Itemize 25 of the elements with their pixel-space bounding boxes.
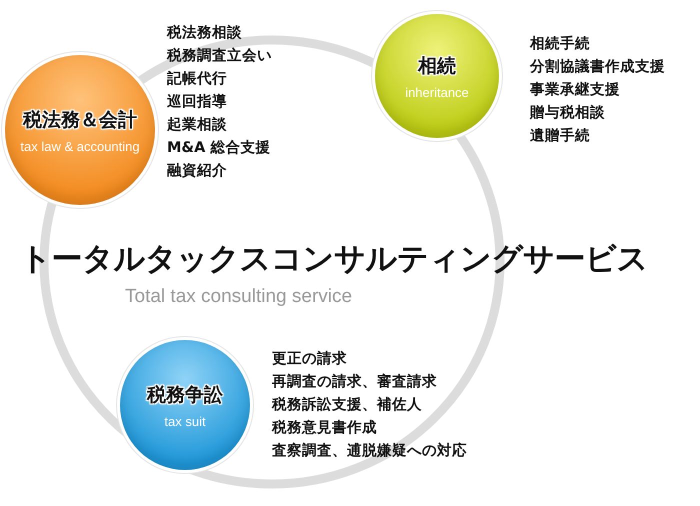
service-item: 税法務相談	[167, 24, 243, 43]
category-subtitle: tax suit	[164, 414, 206, 428]
service-item: 融資紹介	[167, 162, 228, 181]
service-item: 分割協議書作成支援	[530, 58, 665, 77]
service-item: M&A 総合支援	[167, 138, 272, 158]
service-item: 記帳代行	[167, 70, 228, 89]
service-item: 贈与税相談	[530, 104, 606, 123]
category-title: 税法務＆会計	[23, 108, 137, 132]
service-item: 税務意見書作成	[272, 418, 378, 438]
category-title: 相続	[418, 54, 456, 78]
subtitle-text: Total tax consulting service	[125, 286, 352, 308]
service-item: 事業承継支援	[530, 80, 621, 100]
service-item: 税務調査立会い	[167, 46, 272, 66]
service-item: 相続手続	[530, 34, 591, 54]
category-title: 税務争訟	[147, 382, 223, 408]
service-item: 再調査の請求、審査請求	[272, 372, 438, 392]
service-item: 更正の請求	[272, 350, 348, 369]
category-subtitle: tax law & accounting	[20, 138, 140, 154]
service-item: 遺贈手続	[530, 126, 591, 146]
diagram-title: トータルタックスコンサルティングサービス	[20, 240, 648, 279]
service-item: 巡回指導	[167, 92, 228, 112]
service-item: 税務訴訟支援、補佐人	[272, 396, 423, 415]
service-item: 起業相談	[167, 116, 228, 135]
category-subtitle: inheritance	[405, 84, 469, 100]
service-item: 査察調査、逋脱嫌疑への対応	[272, 441, 467, 461]
